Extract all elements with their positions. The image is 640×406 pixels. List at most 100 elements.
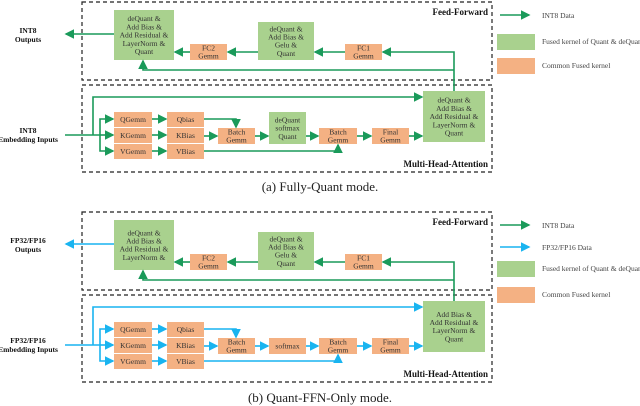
fc2-gemm-text: FC2 (202, 44, 215, 53)
input-branch-arrow (99, 345, 115, 366)
batch-gemm-1-text: Gemm (226, 346, 247, 355)
input-branch-arrow (99, 114, 115, 135)
qbias: Qbias (167, 112, 204, 127)
final-gemm-rect (372, 338, 409, 354)
fc2-gemm-text: FC2 (202, 254, 215, 263)
ff-output-kernel: deQuant &Add Bias &Add Residual &LayerNo… (114, 10, 174, 60)
batch-gemm-2-text: Gemm (328, 136, 349, 145)
gelu-kernel-text: Gelu & (275, 41, 297, 50)
vbias-arrow (204, 353, 343, 363)
vbias-rect (167, 144, 204, 159)
multi-head-attention-region (81, 294, 493, 383)
qbias-rect (167, 322, 204, 337)
outputs-label: Outputs (15, 35, 41, 44)
batch-gemm-1-rect (218, 128, 255, 144)
qgemm: QGemm (114, 322, 152, 337)
legend-common-swatch (497, 287, 535, 303)
legend-label: INT8 Data (542, 11, 575, 20)
gelu-kernel-text: Gelu & (275, 251, 297, 260)
legend-label: Common Fused kernel (542, 61, 610, 70)
kbias-text: KBias (176, 131, 195, 140)
outputs-label: INT8 (19, 26, 36, 35)
qbias-rect (167, 112, 204, 127)
softmax-kernel-rect (269, 112, 306, 144)
ff-output-kernel-text: LayerNorm & (123, 253, 166, 262)
final-gemm-text: Gemm (380, 136, 401, 145)
final-gemm-text: Final (383, 338, 398, 347)
vgemm-text: VGemm (120, 147, 146, 156)
vbias: VBias (167, 354, 204, 369)
batch-gemm-2-rect (319, 338, 357, 354)
qbias-text: Qbias (177, 115, 195, 124)
batch-gemm-2-text: Batch (329, 338, 347, 347)
gelu-kernel-rect (258, 22, 314, 60)
ff-output-kernel-text: Add Residual & (120, 245, 169, 254)
kbias-rect (167, 128, 204, 143)
feed-forward-region (81, 211, 493, 291)
ff-output-kernel-text: Add Bias & (126, 237, 162, 246)
qbias-arrow (204, 328, 241, 339)
mha-output-kernel-text: LayerNorm & (433, 326, 476, 335)
ff-output-kernel-text: Add Residual & (120, 31, 169, 40)
ff-output-kernel-text: Quant (135, 47, 154, 56)
kbias-text: KBias (176, 341, 195, 350)
final-gemm-text: Gemm (380, 346, 401, 355)
fc2-gemm-text: Gemm (198, 262, 219, 271)
gelu-kernel-text: Add Bias & (268, 33, 304, 42)
fc1-gemm-text: FC1 (357, 44, 370, 53)
fc2-gemm-rect (190, 44, 227, 60)
caption: (b) Quant-FFN-Only mode. (248, 390, 392, 405)
softmax-kernel: softmax (269, 338, 306, 354)
kgemm-text: KGemm (120, 131, 146, 140)
gelu-kernel-text: deQuant & (269, 234, 302, 243)
mha-output-kernel: Add Bias &Add Residual &LayerNorm &Quant (423, 301, 485, 352)
vbias-rect (167, 354, 204, 369)
vgemm-rect (114, 354, 152, 369)
legend-label: FP32/FP16 Data (542, 243, 592, 252)
vgemm: VGemm (114, 354, 152, 369)
batch-gemm-2-text: Batch (329, 128, 347, 137)
mha-to-fc1-arrow (381, 47, 455, 91)
vgemm: VGemm (114, 144, 152, 159)
mha-output-kernel-text: Add Bias & (436, 104, 472, 113)
caption: (a) Fully-Quant mode. (262, 179, 379, 194)
qgemm-rect (114, 112, 152, 127)
qbias: Qbias (167, 322, 204, 337)
vbias-text: VBias (176, 357, 195, 366)
ff-output-kernel-text: deQuant & (127, 14, 160, 23)
kgemm-text: KGemm (120, 341, 146, 350)
ff-output-kernel-rect (114, 10, 174, 60)
legend-label: Fused kernel of Quant & deQuant (542, 37, 640, 46)
kgemm-rect (114, 128, 152, 143)
batch-gemm-2-text: Gemm (328, 346, 349, 355)
qgemm-rect (114, 322, 152, 337)
ff-output-kernel-text: LayerNorm & (123, 39, 166, 48)
ff-output-kernel-rect (114, 220, 174, 270)
mha-title: Multi-Head-Attention (404, 159, 489, 169)
vgemm-rect (114, 144, 152, 159)
fc2-gemm-rect (190, 254, 227, 270)
fc1-gemm-text: Gemm (353, 52, 374, 61)
mha-output-kernel-text: Quant (445, 129, 464, 138)
gelu-kernel-text: Quant (277, 259, 296, 268)
vbias: VBias (167, 144, 204, 159)
mha-output-kernel-text: Add Residual & (430, 112, 479, 121)
mha-output-kernel-text: Add Residual & (430, 318, 479, 327)
mha-output-kernel-text: Add Bias & (436, 310, 472, 319)
inputs-label: Embedding Inputs (0, 135, 58, 144)
fc1-gemm-text: FC1 (357, 254, 370, 263)
ff-output-kernel: deQuant &Add Bias &Add Residual &LayerNo… (114, 220, 174, 270)
gelu-kernel-rect (258, 232, 314, 270)
vbias-text: VBias (176, 147, 195, 156)
legend-label: Common Fused kernel (542, 290, 610, 299)
mha-title: Multi-Head-Attention (404, 369, 489, 379)
mha-output-kernel-text: deQuant & (437, 96, 470, 105)
qbias-arrow (204, 118, 241, 129)
residual-arrow (138, 59, 454, 71)
